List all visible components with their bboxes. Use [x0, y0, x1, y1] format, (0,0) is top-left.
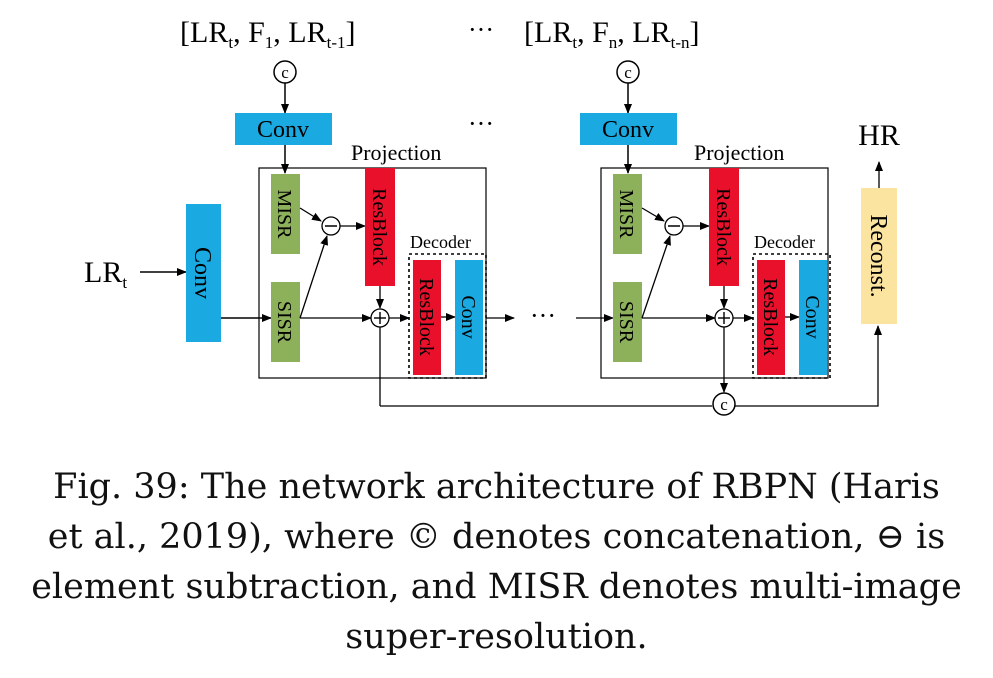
- caption-line-1: Fig. 39: The network architecture of RBP…: [53, 467, 940, 507]
- sisr-block-1: SISR: [271, 282, 300, 362]
- input-group-1: [LRt, F1, LRt-1]: [180, 16, 356, 52]
- conv-block-left: Conv: [186, 204, 221, 342]
- svg-text:Conv: Conv: [457, 295, 479, 338]
- svg-text:Conv: Conv: [602, 117, 654, 143]
- svg-text:ResBlock: ResBlock: [712, 188, 734, 266]
- svg-text:SISR: SISR: [615, 301, 637, 344]
- svg-text:ResBlock: ResBlock: [759, 278, 781, 356]
- svg-text:Conv: Conv: [189, 247, 215, 299]
- reconst-block: Reconst.: [861, 188, 897, 324]
- concat-symbol-n: c: [616, 60, 640, 84]
- caption-line-3: element subtraction, and MISR denotes mu…: [31, 567, 962, 607]
- caption-line-4: super-resolution.: [345, 617, 648, 657]
- decoder-resblock-n: ResBlock: [757, 260, 785, 375]
- misr-block-1: MISR: [271, 174, 300, 254]
- svg-text:c: c: [624, 63, 632, 82]
- decoder-conv-n: Conv: [799, 260, 827, 375]
- sisr-block-n: SISR: [613, 282, 642, 362]
- concat-symbol-bottom: c: [712, 392, 736, 416]
- resblock-n: ResBlock: [709, 168, 739, 286]
- decoder-resblock-1: ResBlock: [413, 260, 441, 375]
- decoder-frame-n: [752, 253, 831, 379]
- input-ellipsis: ···: [468, 15, 494, 44]
- svg-text:Conv: Conv: [257, 117, 309, 143]
- misr-block-n: MISR: [613, 174, 642, 254]
- decoder-label-1: Decoder: [410, 232, 471, 252]
- svg-text:c: c: [281, 63, 289, 82]
- svg-text:MISR: MISR: [273, 190, 295, 240]
- subtract-symbol-1: [321, 216, 341, 236]
- svg-text:ResBlock: ResBlock: [415, 278, 437, 356]
- decoder-label-n: Decoder: [754, 232, 815, 252]
- add-symbol-n: [714, 308, 734, 328]
- subtract-symbol-n: [664, 216, 684, 236]
- input-group-n: [LRt, Fn, LRt-n]: [524, 16, 700, 52]
- svg-text:Reconst.: Reconst.: [865, 214, 891, 297]
- conv-block-top-n: Conv: [580, 113, 677, 145]
- svg-text:c: c: [720, 395, 728, 414]
- projection-label-1: Projection: [351, 140, 441, 165]
- rbpn-architecture-diagram: [LRt, F1, LRt-1] ··· [LRt, Fn, LRt-n] c …: [84, 15, 900, 416]
- decoder-conv-1: Conv: [455, 260, 483, 375]
- caption-line-2: et al., 2019), where © denotes concatena…: [47, 517, 946, 557]
- concat-symbol-1: c: [273, 60, 297, 84]
- svg-text:MISR: MISR: [615, 190, 637, 240]
- lr-input-label: LRt: [84, 256, 127, 292]
- projection-label-n: Projection: [694, 140, 784, 165]
- conv-block-top-1: Conv: [235, 113, 332, 145]
- svg-text:ResBlock: ResBlock: [368, 188, 390, 266]
- figure-caption: Fig. 39: The network architecture of RBP…: [0, 462, 993, 662]
- flow-ellipsis: ···: [530, 301, 556, 330]
- hr-output-label: HR: [858, 119, 900, 152]
- decoder-frame-1: [408, 253, 487, 379]
- add-symbol-1: [370, 308, 390, 328]
- resblock-1: ResBlock: [365, 168, 395, 286]
- middle-ellipsis: ···: [468, 109, 494, 138]
- svg-text:Conv: Conv: [801, 295, 823, 338]
- svg-text:SISR: SISR: [273, 301, 295, 344]
